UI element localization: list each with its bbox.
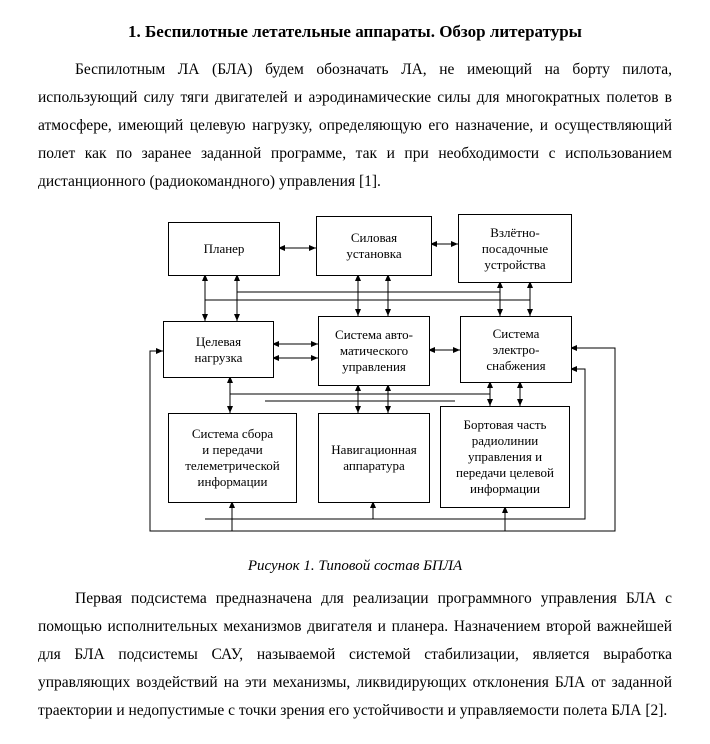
- diagram-box-payload: Целевая нагрузка: [163, 321, 274, 378]
- diagram-box-powerplant: Силовая установка: [316, 216, 432, 276]
- paragraph-subsystems: Первая подсистема предназначена для реал…: [38, 590, 672, 719]
- uav-structure-diagram: Планер Силовая установка Взлётно- посадо…: [145, 204, 645, 549]
- figure-1: Планер Силовая установка Взлётно- посадо…: [38, 204, 672, 575]
- diagram-box-automatic-control-label: Система авто- матического управления: [335, 327, 413, 374]
- diagram-box-airframe-label: Планер: [203, 241, 245, 256]
- diagram-box-takeoff-landing-label: Взлётно- посадочные устройства: [481, 224, 549, 272]
- diagram-box-takeoff-landing: Взлётно- посадочные устройства: [458, 214, 572, 283]
- figure-caption: Рисунок 1. Типовой состав БПЛА: [247, 558, 463, 574]
- diagram-box-telemetry-label: Система сбора и передачи телеметрической…: [185, 426, 280, 489]
- diagram-box-telemetry: Система сбора и передачи телеметрической…: [168, 413, 297, 503]
- page-title: 1. Беспилотные летательные аппараты. Обз…: [128, 22, 582, 41]
- diagram-box-navigation: Навигационная аппаратура: [318, 413, 430, 503]
- paragraph-intro: Беспилотным ЛА (БЛА) будем обозначать ЛА…: [38, 61, 672, 190]
- diagram-box-radio-link: Бортовая часть радиолинии управления и п…: [440, 406, 570, 508]
- diagram-arrows: [149, 241, 616, 532]
- diagram-box-navigation-label: Навигационная аппаратура: [331, 442, 417, 473]
- diagram-box-radio-link-label: Бортовая часть радиолинии управления и п…: [456, 417, 554, 496]
- diagram-box-payload-label: Целевая нагрузка: [194, 333, 243, 365]
- diagram-box-power-supply: Система электро- снабжения: [460, 316, 572, 383]
- diagram-box-airframe: Планер: [168, 222, 280, 276]
- diagram-box-powerplant-label: Силовая установка: [346, 230, 402, 261]
- diagram-box-power-supply-label: Система электро- снабжения: [486, 325, 546, 373]
- diagram-box-automatic-control: Система авто- матического управления: [318, 316, 430, 386]
